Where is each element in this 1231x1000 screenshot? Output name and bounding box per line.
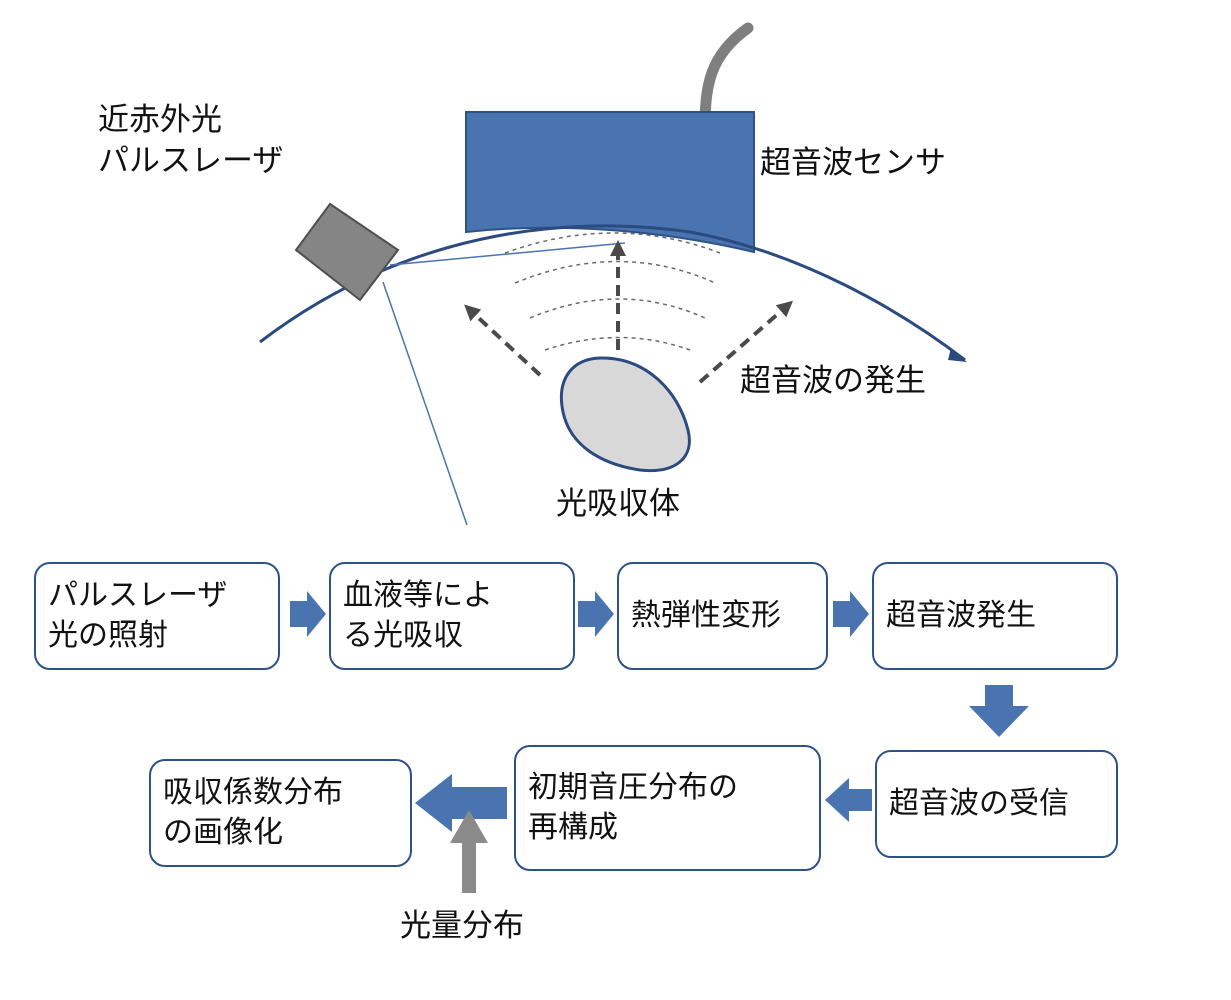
ultrasound-generation-label: 超音波の発生 xyxy=(740,363,926,399)
ultrasonic-sensor xyxy=(465,111,755,254)
flow-step-absorption-imaging: 吸収係数分布 の画像化 xyxy=(149,759,412,867)
light-distribution-arrow xyxy=(450,810,488,893)
flow-step-thermoelastic: 熱弾性変形 xyxy=(617,562,828,670)
flow-arrow-1 xyxy=(290,591,326,637)
light-absorber xyxy=(560,356,691,473)
flow-step-ultrasound-generation: 超音波発生 xyxy=(872,562,1118,670)
light-distribution-label: 光量分布 xyxy=(400,908,524,944)
flow-arrow-3 xyxy=(833,591,869,637)
sensor-label: 超音波センサ xyxy=(760,145,946,181)
dashed-arrow-right xyxy=(698,300,794,384)
absorber-label: 光吸収体 xyxy=(556,486,680,522)
skin-surface-curve xyxy=(259,224,966,362)
skin-curve-arrowhead xyxy=(948,348,967,362)
dashed-arrow-left xyxy=(464,304,542,377)
flow-step-light-absorption: 血液等によ る光吸収 xyxy=(329,562,575,670)
flow-arrow-2 xyxy=(578,591,614,637)
flow-step-laser-irradiation: パルスレーザ 光の照射 xyxy=(34,562,280,670)
laser-label: 近赤外光 パルスレーザ xyxy=(98,102,284,179)
flow-arrow-down xyxy=(969,685,1029,737)
flow-step-pressure-reconstruction: 初期音圧分布の 再構成 xyxy=(514,745,821,871)
flow-arrow-5 xyxy=(415,774,507,832)
laser-pointer-line xyxy=(382,281,468,526)
flow-arrow-4 xyxy=(825,778,872,822)
ultrasound-wavefronts xyxy=(504,232,721,351)
flow-step-ultrasound-reception: 超音波の受信 xyxy=(875,750,1118,858)
laser-beam-line xyxy=(389,242,626,266)
laser-device xyxy=(294,202,400,302)
